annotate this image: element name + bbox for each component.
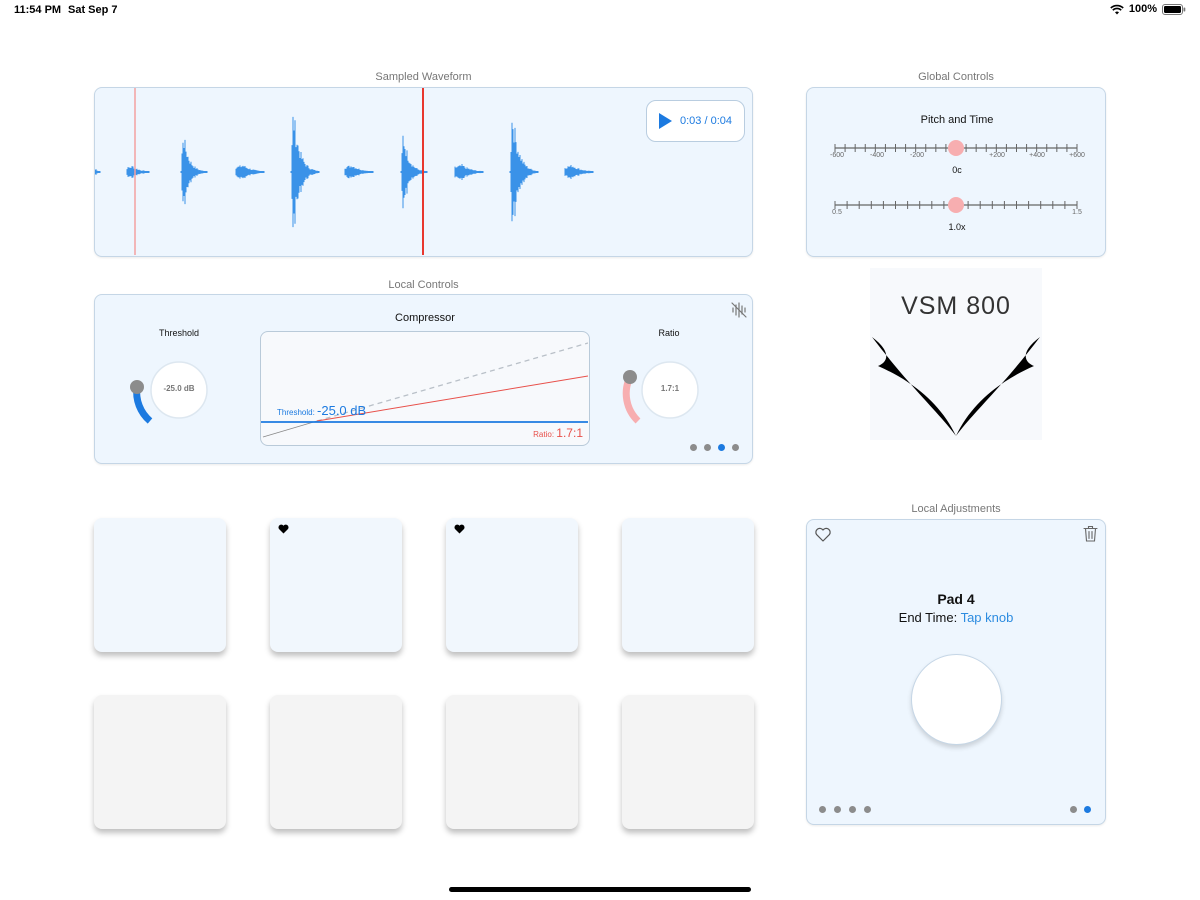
- pitch-tick-labels: -600 -400 -200 +200 +400 +600: [807, 152, 1107, 162]
- page-dot-active[interactable]: [718, 444, 725, 451]
- pad-8[interactable]: [622, 695, 754, 829]
- threshold-label: Threshold: [158, 328, 200, 338]
- local-controls-panel: Threshold -25.0 dB Compressor Threshold:…: [94, 294, 753, 464]
- threshold-knob-value: -25.0 dB: [163, 384, 195, 393]
- graph-ratio-prefix: Ratio:: [533, 430, 555, 439]
- page-dot[interactable]: [732, 444, 739, 451]
- graph-threshold-label: Threshold: -25.0 dB: [277, 403, 366, 418]
- pitch-tick-label: +600: [1069, 152, 1085, 159]
- heart-outline-icon[interactable]: [815, 527, 831, 542]
- pitch-tick-label: -200: [909, 152, 924, 159]
- status-date: Sat Sep 7: [68, 4, 118, 16]
- page-dot[interactable]: [704, 444, 711, 451]
- favorite-heart-icon: [278, 524, 289, 534]
- page-dot[interactable]: [849, 806, 856, 813]
- pad-6[interactable]: [270, 695, 402, 829]
- selected-pad-name: Pad 4: [937, 591, 975, 607]
- pitch-tick-label: +400: [1029, 152, 1045, 159]
- time-tick-label: 0.5: [832, 209, 842, 216]
- adjustment-sub-page-dots: [1070, 806, 1091, 813]
- time-tick-labels: 0.5 1.5: [807, 209, 1107, 219]
- wifi-icon: [1110, 4, 1124, 14]
- playback-time: 0:03 / 0:04: [680, 115, 732, 127]
- play-icon: [659, 113, 672, 129]
- threshold-knob-handle[interactable]: [130, 380, 144, 394]
- status-time: 11:54 PM: [14, 4, 62, 16]
- graph-threshold-prefix: Threshold:: [277, 408, 315, 417]
- page-dot[interactable]: [864, 806, 871, 813]
- pitch-slider-thumb[interactable]: [948, 140, 964, 156]
- pad-7[interactable]: [446, 695, 578, 829]
- waveform-samples: [95, 116, 594, 228]
- waveform-settings-icon[interactable]: [731, 302, 747, 318]
- parameter-label: End Time:: [898, 610, 958, 625]
- waveform-panel[interactable]: [94, 87, 753, 257]
- compressor-graph[interactable]: Threshold: -25.0 dB Ratio: 1.7:1: [260, 331, 590, 446]
- page-dot-active[interactable]: [1084, 806, 1091, 813]
- home-indicator[interactable]: [449, 887, 751, 892]
- status-indicators: 100%: [1110, 3, 1186, 15]
- ratio-knob-handle[interactable]: [623, 370, 637, 384]
- ratio-line: [316, 375, 588, 422]
- vsm-logo: VSM 800: [870, 268, 1042, 440]
- battery-icon: [1162, 3, 1186, 15]
- time-value: 1.0x: [948, 222, 966, 232]
- global-controls-title: Global Controls: [918, 71, 994, 83]
- time-tick-label: 1.5: [1072, 209, 1082, 216]
- compressor-title: Compressor: [395, 312, 455, 324]
- pad-4[interactable]: [622, 518, 754, 652]
- play-button[interactable]: 0:03 / 0:04: [646, 100, 745, 142]
- waveform-section-title: Sampled Waveform: [375, 71, 472, 83]
- pitch-tick-label: -600: [829, 152, 844, 159]
- favorite-heart-icon: [454, 524, 465, 534]
- page-dot[interactable]: [1070, 806, 1077, 813]
- global-controls-panel: Pitch and Time -600 -400 -200 +200 +400 …: [806, 87, 1106, 257]
- adjustment-page-dots: [819, 806, 871, 813]
- pitch-tick-label: -400: [869, 152, 884, 159]
- page-dot[interactable]: [819, 806, 826, 813]
- battery-percent: 100%: [1128, 3, 1157, 15]
- pitch-slider[interactable]: [807, 138, 1107, 158]
- pad-1[interactable]: [94, 518, 226, 652]
- pitch-tick-label: +200: [989, 152, 1005, 159]
- pad-5[interactable]: [94, 695, 226, 829]
- local-controls-title: Local Controls: [388, 279, 459, 291]
- ratio-knob-value: 1.7:1: [660, 384, 680, 393]
- time-stretch-slider[interactable]: [807, 195, 1107, 215]
- ratio-label: Ratio: [658, 328, 680, 338]
- trash-icon[interactable]: [1083, 525, 1098, 542]
- graph-ratio-label: Ratio: 1.7:1: [533, 426, 583, 440]
- graph-ratio-value: 1.7:1: [556, 426, 583, 440]
- logo-text: VSM 800: [901, 292, 1011, 320]
- wings-logo-icon: [872, 337, 1040, 436]
- parameter-row: End Time: Tap knob: [807, 610, 1105, 625]
- tap-knob-hint[interactable]: Tap knob: [960, 610, 1014, 625]
- pad-2[interactable]: [270, 518, 402, 652]
- time-slider-thumb[interactable]: [948, 197, 964, 213]
- end-time-knob[interactable]: [911, 654, 1002, 745]
- pad-3[interactable]: [446, 518, 578, 652]
- threshold-knob[interactable]: [123, 355, 223, 430]
- local-adjustments-title: Local Adjustments: [911, 503, 1001, 515]
- page-dot[interactable]: [690, 444, 697, 451]
- pitch-time-title: Pitch and Time: [920, 114, 994, 126]
- pitch-value: 0c: [952, 165, 962, 175]
- graph-threshold-value: -25.0 dB: [317, 403, 367, 418]
- uncompressed-line: [316, 342, 588, 422]
- waveform-graph[interactable]: [95, 88, 751, 255]
- local-controls-page-dots: [690, 444, 739, 451]
- page-dot[interactable]: [834, 806, 841, 813]
- ratio-knob[interactable]: [615, 355, 715, 430]
